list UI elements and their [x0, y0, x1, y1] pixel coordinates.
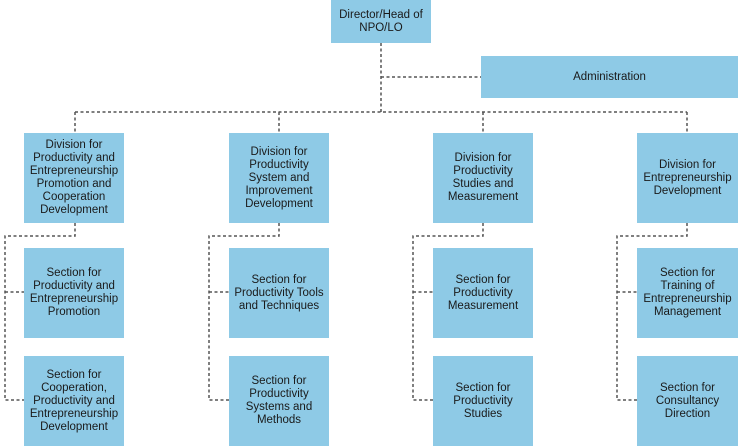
section-box-2-2: Section for Productivity Systems and Met…	[229, 356, 329, 446]
section-label: Section for Productivity Systems and Met…	[245, 375, 313, 426]
section-box-3-1: Section for Productivity Measurement	[433, 248, 533, 338]
division-label: Division for Productivity Studies and Me…	[447, 152, 519, 203]
connector-div2-rail	[208, 223, 280, 401]
section-label: Section for Training of Entrepreneurship…	[643, 267, 732, 318]
section-label: Section for Productivity Measurement	[447, 273, 519, 312]
division-box-4: Division for Entrepreneurship Developmen…	[637, 133, 738, 223]
division-label: Division for Productivity System and Imp…	[245, 145, 313, 210]
connector-div1-rail	[4, 223, 76, 401]
section-box-1-1: Section for Productivity and Entrepreneu…	[24, 248, 124, 338]
administration-box: Administration	[481, 56, 738, 98]
director-box: Director/Head of NPO/LO	[331, 0, 431, 43]
division-label: Division for Entrepreneurship Developmen…	[643, 158, 732, 197]
section-label: Section for Consultancy Direction	[655, 381, 720, 420]
section-label: Section for Cooperation, Productivity an…	[29, 368, 119, 433]
section-box-3-2: Section for Productivity Studies	[433, 356, 533, 446]
section-box-4-2: Section for Consultancy Direction	[637, 356, 738, 446]
division-label: Division for Productivity and Entreprene…	[29, 139, 119, 216]
section-box-1-2: Section for Cooperation, Productivity an…	[24, 356, 124, 446]
division-box-1: Division for Productivity and Entreprene…	[24, 133, 124, 223]
section-label: Section for Productivity and Entrepreneu…	[29, 267, 119, 318]
administration-label: Administration	[573, 70, 646, 83]
section-box-2-1: Section for Productivity Tools and Techn…	[229, 248, 329, 338]
section-label: Section for Productivity Tools and Techn…	[234, 273, 324, 312]
director-label: Director/Head of NPO/LO	[339, 8, 423, 34]
section-label: Section for Productivity Studies	[453, 381, 513, 420]
section-box-4-1: Section for Training of Entrepreneurship…	[637, 248, 738, 338]
connector-div3-rail	[412, 223, 484, 401]
division-box-2: Division for Productivity System and Imp…	[229, 133, 329, 223]
division-box-3: Division for Productivity Studies and Me…	[433, 133, 533, 223]
connector-div4-rail	[616, 223, 688, 401]
